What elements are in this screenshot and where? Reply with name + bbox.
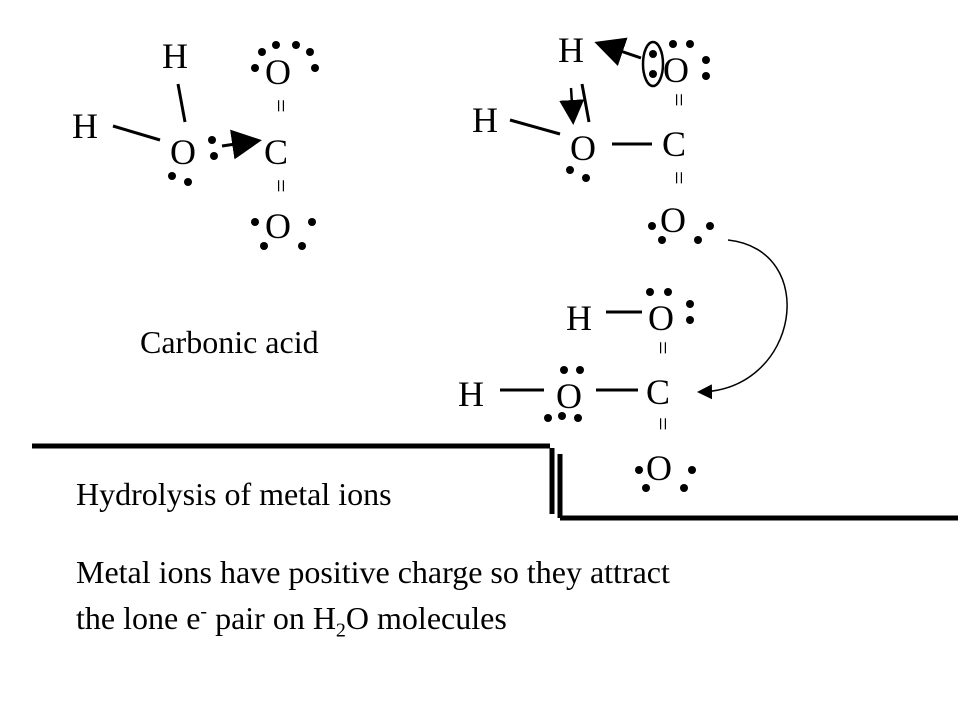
atom-h: H (558, 30, 584, 70)
atom-h: H (472, 100, 498, 140)
bond-line (580, 83, 591, 123)
atom-o: O (556, 376, 582, 416)
body-text-line-2: the lone e- pair on H2O molecules (76, 600, 507, 642)
atom-c: C (264, 132, 288, 172)
body-text-line-1: Metal ions have positive charge so they … (76, 554, 670, 590)
section-heading: Hydrolysis of metal ions (76, 476, 392, 512)
electron-shift-arrow (594, 37, 642, 66)
bond-line (112, 124, 161, 142)
molecule-carbonic-acid: H O H O C O = = (458, 288, 696, 492)
lone-pair-circle (641, 40, 665, 88)
atom-o: O (170, 132, 196, 172)
superscript-minus: - (200, 600, 208, 623)
atom-o: O (648, 298, 674, 338)
atom-c: C (646, 372, 670, 412)
double-bond: = (267, 179, 293, 193)
molecule-water-co2-1: H H O C O O = = (72, 36, 319, 250)
atom-o: O (570, 128, 596, 168)
subscript-2: 2 (335, 619, 346, 642)
atom-h: H (458, 374, 484, 414)
atom-c: C (662, 124, 686, 164)
double-bond: = (665, 171, 691, 185)
lone-pair-dots (168, 41, 319, 250)
lone-pair-dots (566, 40, 714, 244)
arrow-line (221, 129, 262, 160)
atom-o: O (646, 448, 672, 488)
double-bond: = (665, 93, 691, 107)
lone-pair-dots (544, 288, 696, 492)
atom-o: O (265, 52, 291, 92)
bond-line (176, 83, 187, 123)
reaction-arrow (697, 239, 788, 400)
atom-o: O (265, 206, 291, 246)
separator-lines (32, 443, 958, 521)
bond-line (509, 118, 561, 136)
double-bond: = (649, 417, 675, 431)
atom-h: H (72, 106, 98, 146)
atom-h: H (162, 36, 188, 76)
electron-shift-arrow (559, 87, 585, 125)
atom-o: O (663, 50, 689, 90)
atom-h: H (566, 298, 592, 338)
double-bond: = (267, 99, 293, 113)
double-bond: = (649, 341, 675, 355)
molecule-water-co2-2: H H O C O O = = (472, 30, 714, 244)
carbonic-acid-label: Carbonic acid (140, 324, 319, 360)
atom-o: O (660, 200, 686, 240)
